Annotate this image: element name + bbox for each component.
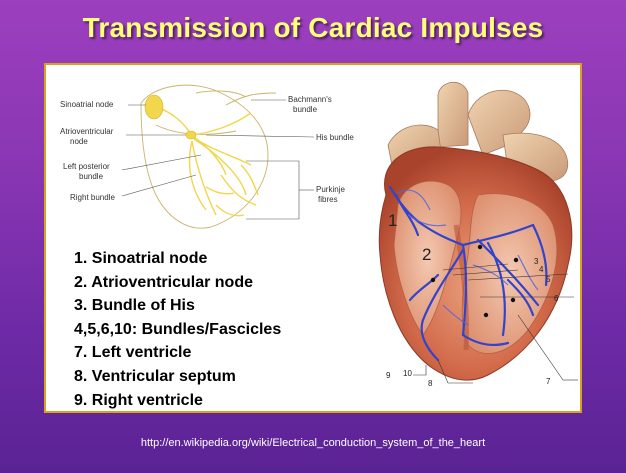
heart-label-5: 5 (546, 275, 550, 284)
heart-label-2: 2 (422, 245, 431, 265)
label-sinoatrial-node: Sinoatrial node (60, 100, 113, 109)
heart-label-9: 9 (386, 371, 390, 380)
heart-label-10: 10 (403, 369, 412, 378)
heart-label-6: 6 (554, 294, 558, 303)
heart-label-4: 4 (539, 265, 543, 274)
figure-panel: Sinoatrial node Atrioventricular node Le… (44, 63, 582, 413)
label-his-bundle: His bundle (316, 133, 354, 142)
label-purkinje-2: fibres (318, 195, 338, 204)
legend-item: 8. Ventricular septum (74, 365, 281, 389)
legend-item: 4,5,6,10: Bundles/Fascicles (74, 318, 281, 342)
heart-label-7: 7 (546, 377, 550, 386)
legend-item: 3. Bundle of His (74, 294, 281, 318)
heart-label-3: 3 (534, 257, 538, 266)
slide-title: Transmission of Cardiac Impulses (0, 12, 626, 44)
numbered-legend: 1. Sinoatrial node 2. Atrioventricular n… (74, 247, 281, 412)
legend-item: 1. Sinoatrial node (74, 247, 281, 271)
source-url: http://en.wikipedia.org/wiki/Electrical_… (0, 437, 626, 449)
heart-label-8: 8 (428, 379, 432, 388)
heart-label-1: 1 (388, 211, 397, 231)
label-bachmann-2: bundle (293, 105, 317, 114)
label-av-node-1: Atrioventricular (60, 127, 113, 136)
label-bachmann-1: Bachmann's (288, 95, 332, 104)
label-purkinje-1: Purkinje (316, 185, 345, 194)
legend-item: 7. Left ventricle (74, 341, 281, 365)
legend-item: 9. Right ventricle (74, 389, 281, 413)
label-left-posterior-2: bundle (79, 172, 103, 181)
label-right-bundle: Right bundle (70, 193, 115, 202)
legend-item: 2. Atrioventricular node (74, 271, 281, 295)
label-av-node-2: node (70, 137, 88, 146)
label-left-posterior-1: Left posterior (63, 162, 110, 171)
anatomical-heart (368, 75, 582, 395)
conduction-schematic (46, 65, 346, 235)
